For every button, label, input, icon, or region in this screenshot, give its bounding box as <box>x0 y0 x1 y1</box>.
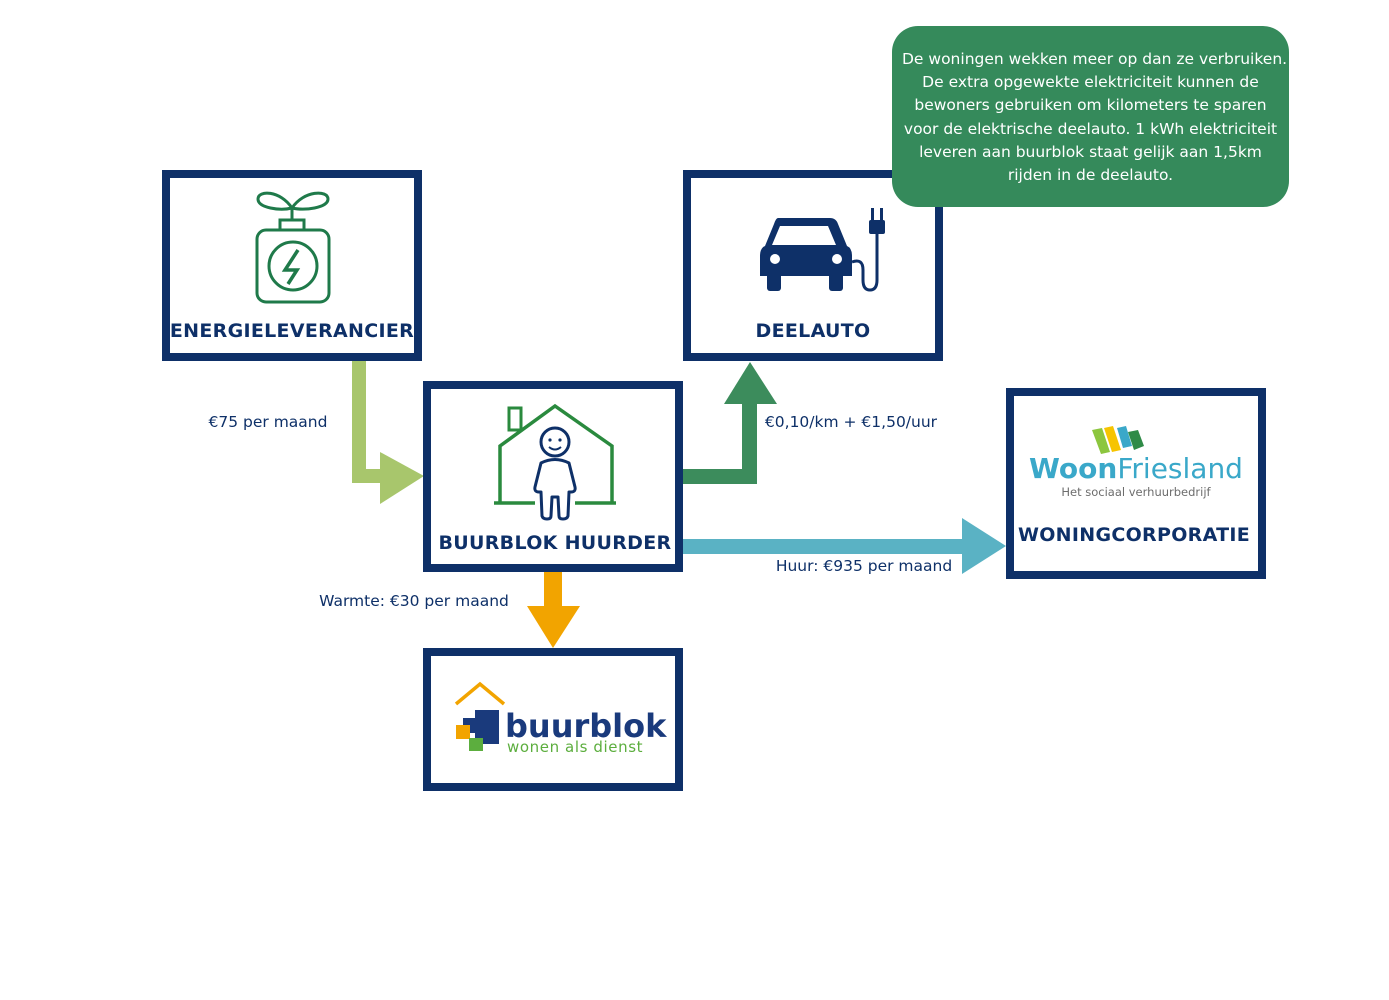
buurblok-mark-icon <box>454 681 506 751</box>
tenant-title: BUURBLOK HUURDER <box>439 532 672 554</box>
woonfriesland-logo: WoonFriesland Het sociaal verhuurbedrijf <box>1029 426 1243 499</box>
flow-label-car: €0,10/km + €1,50/uur <box>765 413 938 431</box>
node-housing-corporation: WoonFriesland Het sociaal verhuurbedrijf… <box>1006 388 1266 579</box>
buurblok-tagline: wonen als dienst <box>507 738 643 756</box>
energy-sprout-icon <box>255 191 331 304</box>
car-title: DEELAUTO <box>756 320 871 342</box>
corporation-title: WONINGCORPORATIE <box>1018 524 1250 546</box>
note-line: rijden in de deelauto. <box>1007 166 1174 185</box>
node-energy-supplier: ENERGIELEVERANCIER <box>162 170 422 361</box>
corporation-box <box>1006 388 1266 579</box>
buurblok-name: buurblok <box>505 707 667 745</box>
flow-label-heat: Warmte: €30 per maand <box>319 592 509 610</box>
note-line: voor de elektrische deelauto. 1 kWh elek… <box>903 119 1278 138</box>
arrow-tenant-to-corporation <box>683 518 1006 574</box>
node-tenant: BUURBLOK HUURDER <box>423 381 683 572</box>
electric-car-icon <box>760 208 885 292</box>
arrow-energy-to-tenant <box>352 360 424 504</box>
note-line: De woningen wekken meer op dan ze verbru… <box>902 50 1288 68</box>
note-line: bewoners gebruiken om kilometers te spar… <box>914 96 1267 115</box>
woonfriesland-mark-icon <box>1092 426 1144 454</box>
house-person-icon <box>494 403 616 521</box>
woonfriesland-tagline: Het sociaal verhuurbedrijf <box>1061 485 1211 499</box>
tenant-box <box>423 381 683 572</box>
flow-label-energy: €75 per maand <box>209 413 328 431</box>
info-note: De woningen wekken meer op dan ze verbru… <box>892 26 1289 207</box>
arrow-tenant-to-buurblok <box>527 571 580 648</box>
energy-box <box>162 170 422 361</box>
note-line: leveren aan buurblok staat gelijk aan 1,… <box>919 142 1262 161</box>
flow-label-rent: Huur: €935 per maand <box>776 557 952 575</box>
energy-title: ENERGIELEVERANCIER <box>170 320 414 342</box>
node-buurblok: buurblok wonen als dienst <box>423 648 683 791</box>
woonfriesland-name: WoonFriesland <box>1029 452 1243 485</box>
note-line: De extra opgewekte elektriciteit kunnen … <box>922 73 1259 92</box>
node-shared-car: DEELAUTO <box>683 170 943 361</box>
buurblok-logo: buurblok wonen als dienst <box>454 681 667 756</box>
arrow-tenant-to-car <box>683 362 777 484</box>
